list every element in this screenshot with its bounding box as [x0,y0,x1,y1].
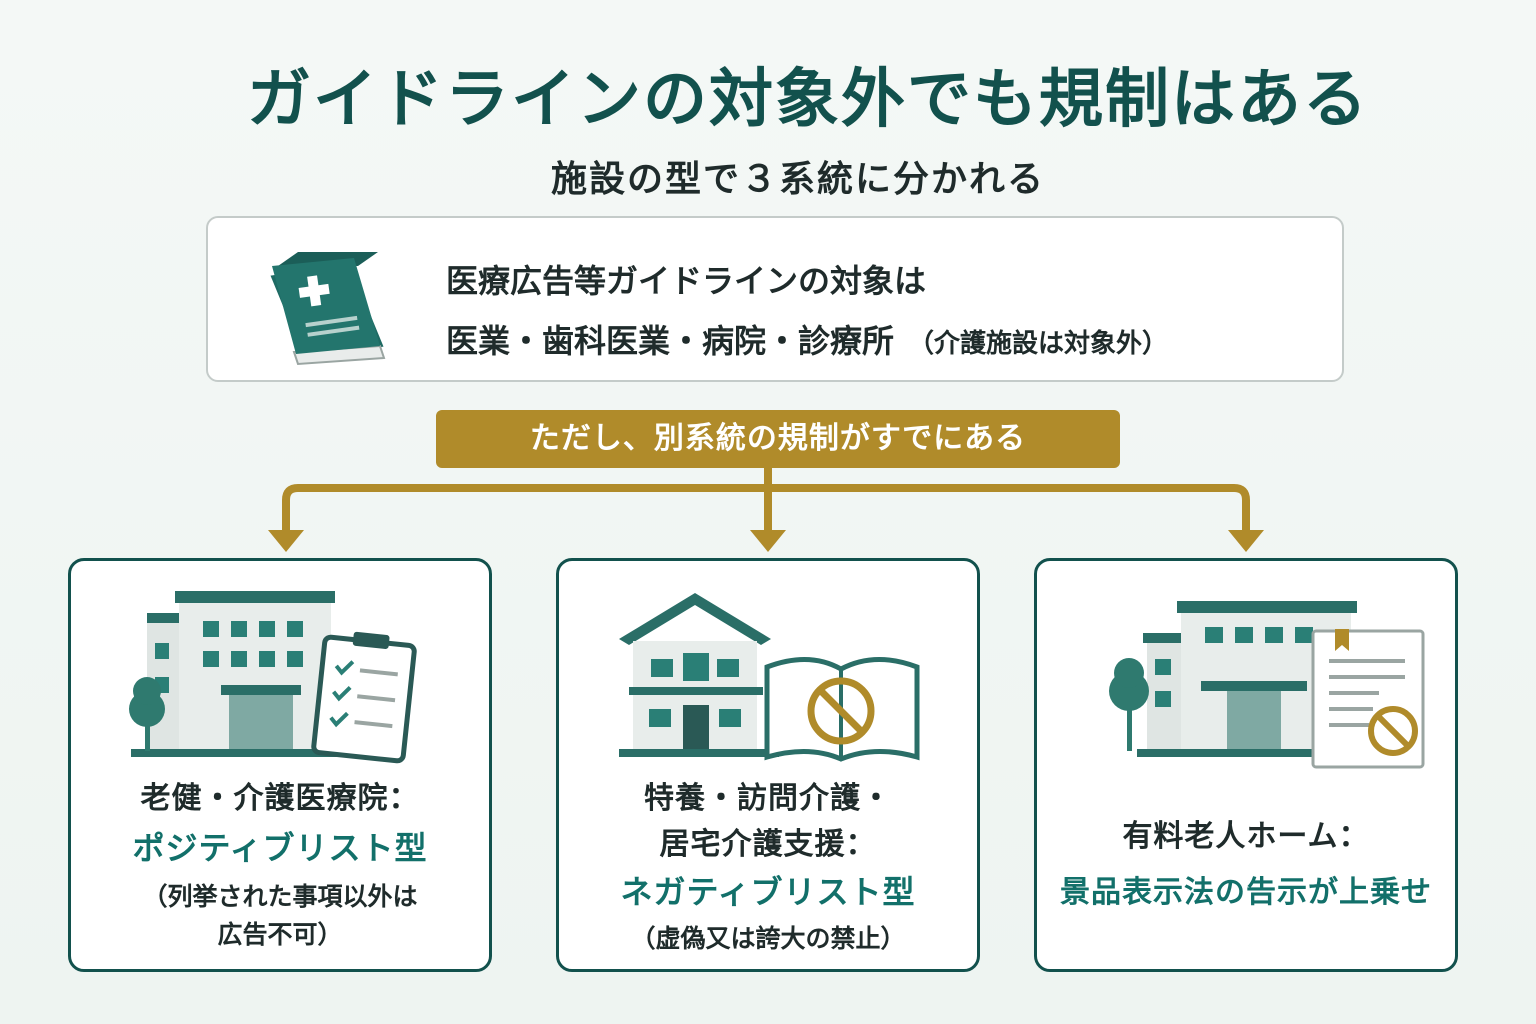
page-subtitle: 施設の型で３系統に分かれる [550,159,1045,200]
card-positive-list: 老健・介護医療院： ポジティブリスト型 （列挙された事項以外は 広告不可） [68,558,492,972]
medical-book-icon [270,252,386,366]
guideline-exclusion-note: （介護施設は対象外） [908,329,1169,359]
hospital-clipboard-icon [129,591,417,764]
card2-heading-line2: 居宅介護支援： [659,827,877,862]
card1-desc-line2: 広告不可） [217,920,343,949]
card2-heading-line1: 特養・訪問介護・ [644,781,892,816]
facility-document-prohibited-icon [1109,601,1425,769]
arrow-right-icon [1228,530,1264,552]
guideline-target-list: 医業・歯科医業・病院・診療所 （介護施設は対象外） [446,316,1168,362]
guideline-scope-box: 医療広告等ガイドラインの対象は 医業・歯科医業・病院・診療所 （介護施設は対象外） [206,216,1344,382]
card3-type: 景品表示法の告示が上乗せ [1060,875,1432,910]
card2-type: ネガティブリスト型 [620,873,916,911]
arrow-center-icon [750,530,786,552]
card3-heading: 有料老人ホーム： [1122,819,1370,854]
connector-lines [282,468,1250,532]
card1-type: ポジティブリスト型 [132,829,428,867]
arrow-left-icon [268,530,304,552]
page-title: ガイドラインの対象外でも規制はある [247,63,1369,137]
card-premium-terms: 有料老人ホーム： 景品表示法の告示が上乗せ [1034,558,1458,972]
guideline-target-label: 医療広告等ガイドラインの対象は [446,262,927,300]
house-book-prohibited-icon [619,593,920,762]
card1-desc-line1: （列挙された事項以外は [142,882,418,911]
guideline-target-fields: 医業・歯科医業・病院・診療所 [446,322,895,360]
card-negative-list: 特養・訪問介護・ 居宅介護支援： ネガティブリスト型 （虚偽又は誇大の禁止） [556,558,980,972]
card2-desc: （虚偽又は誇大の禁止） [630,924,906,953]
separate-regulation-banner: ただし、別系統の規制がすでにある [436,410,1120,468]
card1-heading: 老健・介護医療院： [140,781,420,816]
